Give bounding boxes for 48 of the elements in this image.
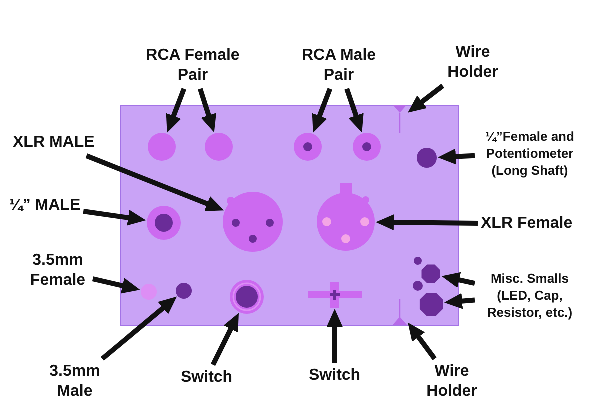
wire-slot	[393, 299, 407, 325]
arrow	[344, 88, 364, 133]
arrow	[326, 309, 343, 363]
callout-label: Misc. Smalls (LED, Cap, Resistor, etc.)	[478, 270, 582, 321]
callout-label: Switch	[181, 368, 233, 388]
arrow	[312, 88, 333, 133]
callout-label: Wire Holder	[441, 43, 505, 83]
callout-label: RCA Male Pair	[292, 46, 386, 86]
callout-label: 3.5mm Male	[45, 362, 105, 402]
xlr-hole	[223, 192, 283, 252]
arrow	[210, 313, 239, 366]
arrow	[438, 148, 476, 165]
small-hole	[414, 257, 422, 265]
small-hole	[413, 281, 423, 291]
arrow	[100, 296, 178, 361]
arrow	[408, 322, 437, 360]
arrow	[408, 84, 445, 113]
holder-panel	[120, 105, 459, 326]
arrow	[376, 214, 478, 231]
callout-label: XLR MALE	[13, 133, 95, 153]
callout-label: Switch	[309, 366, 361, 386]
arrow	[444, 293, 476, 310]
ring-hole	[230, 280, 264, 314]
hole	[417, 148, 437, 168]
callout-label: RCA Female Pair	[143, 46, 243, 86]
callout-label: XLR Female	[481, 214, 573, 234]
hole	[148, 133, 176, 161]
arrow	[166, 88, 187, 133]
octagon-hole	[418, 292, 444, 316]
ring-hole	[294, 133, 322, 161]
xlr-hole	[317, 183, 375, 251]
arrow	[83, 209, 146, 226]
wire-slot	[393, 105, 407, 133]
arrow	[198, 88, 216, 133]
small-hole	[141, 284, 157, 300]
arrow	[92, 276, 140, 294]
small-hole	[176, 283, 192, 299]
callout-label: 3.5mm Female	[26, 251, 90, 291]
arrow	[442, 272, 476, 288]
callout-label: ¼” MALE	[10, 196, 81, 216]
callout-label: ¼”Female and Potentiometer (Long Shaft)	[478, 128, 582, 179]
ring-hole	[353, 133, 381, 161]
callout-label: Wire Holder	[420, 362, 484, 402]
octagon-hole	[421, 264, 441, 284]
ring-hole	[147, 206, 181, 240]
cross-slot	[308, 282, 362, 308]
arrow	[86, 154, 224, 212]
hole	[205, 133, 233, 161]
